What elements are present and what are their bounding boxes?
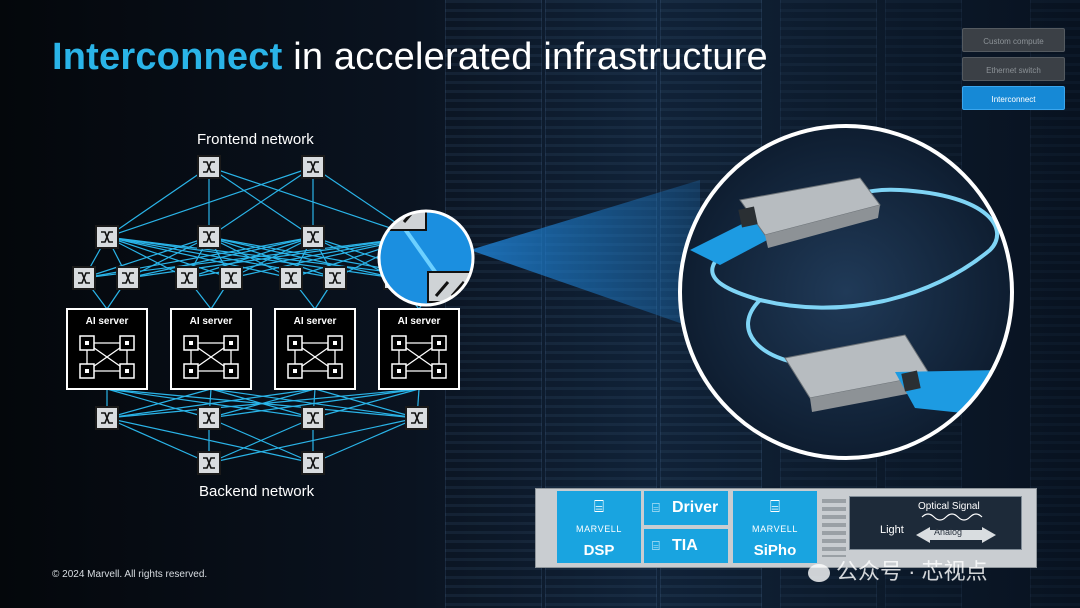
switch-crossover-icon bbox=[197, 406, 221, 430]
network-link bbox=[208, 417, 418, 464]
nav-interconnect[interactable]: Interconnect bbox=[962, 86, 1065, 110]
switch-crossover-icon bbox=[197, 225, 221, 249]
switch-crossover-icon bbox=[197, 155, 221, 179]
ai-servers: AI server AI server AI server AI server bbox=[66, 308, 460, 390]
switch-crossover-icon bbox=[301, 406, 325, 430]
ai-server-label: AI server bbox=[294, 316, 337, 327]
switch-crossover-icon bbox=[301, 451, 325, 475]
connector-fins bbox=[822, 499, 846, 557]
wechat-logo-icon bbox=[808, 564, 830, 583]
sipho-brand: MARVELL bbox=[751, 524, 799, 534]
server-rack-bg bbox=[445, 0, 542, 608]
switch-crossover-icon bbox=[72, 266, 96, 290]
switch-crossover-icon bbox=[301, 225, 325, 249]
ai-server-box: AI server bbox=[66, 308, 148, 390]
network-link bbox=[106, 166, 314, 238]
frontend-network-label: Frontend network bbox=[197, 131, 314, 148]
dsp-chip: ⌸ MARVELL DSP bbox=[557, 491, 641, 563]
sipho-name: SiPho bbox=[753, 542, 797, 559]
network-link bbox=[127, 236, 314, 279]
signal-arrow-icon bbox=[916, 513, 996, 543]
network-link bbox=[83, 236, 210, 279]
driver-chip: ⌸ Driver bbox=[644, 491, 728, 525]
dsp-brand: MARVELL bbox=[575, 524, 623, 534]
fiber-cable bbox=[710, 187, 1000, 310]
backend-network-label: Backend network bbox=[199, 483, 315, 500]
network-link bbox=[312, 388, 420, 419]
nav-ethernet-switch[interactable]: Ethernet switch bbox=[962, 57, 1065, 81]
ai-server-label: AI server bbox=[398, 316, 441, 327]
switch-crossover-icon bbox=[405, 406, 429, 430]
tia-chip: ⌸ TIA bbox=[644, 529, 728, 563]
network-link bbox=[106, 388, 316, 419]
switch-crossover-icon bbox=[323, 266, 347, 290]
switch-crossover-icon bbox=[116, 266, 140, 290]
network-link bbox=[106, 417, 314, 464]
copyright-text: © 2024 Marvell. All rights reserved. bbox=[52, 569, 208, 580]
dsp-name: DSP bbox=[583, 542, 615, 559]
ai-server-box: AI server bbox=[274, 308, 356, 390]
ai-server-box: AI server bbox=[170, 308, 252, 390]
zoom-beam bbox=[470, 180, 700, 330]
transceiver-closeup-circle bbox=[678, 124, 1014, 460]
transceiver-module-upper bbox=[690, 177, 881, 265]
marvell-logo-icon: ⌸ bbox=[593, 497, 605, 516]
watermark-text: 公众号 · 芯视点 bbox=[836, 559, 988, 584]
slide-title: Interconnect in accelerated infrastructu… bbox=[52, 36, 768, 79]
chip-panel: ⌸ MARVELL DSP ⌸ Driver ⌸ TIA ⌸ MARVELL S… bbox=[535, 488, 1037, 568]
watermark: 公众号 · 芯视点 bbox=[808, 554, 988, 586]
title-rest: in accelerated infrastructure bbox=[282, 36, 768, 78]
switch-crossover-icon bbox=[197, 451, 221, 475]
switch-crossover-icon bbox=[301, 155, 325, 179]
network-link bbox=[106, 388, 212, 419]
ai-server-box: AI server bbox=[378, 308, 460, 390]
network-link bbox=[208, 166, 314, 238]
switch-crossover-icon bbox=[95, 406, 119, 430]
network-link bbox=[106, 417, 210, 464]
switch-crossover-icon bbox=[175, 266, 199, 290]
network-link bbox=[312, 417, 418, 464]
nav-custom-compute[interactable]: Custom compute bbox=[962, 28, 1065, 52]
switch-crossover-icon bbox=[279, 266, 303, 290]
network-link bbox=[106, 388, 420, 419]
network-link bbox=[106, 166, 210, 238]
title-accent: Interconnect bbox=[52, 36, 283, 78]
network-link bbox=[208, 417, 314, 464]
marvell-logo-icon: ⌸ bbox=[769, 497, 781, 516]
marvell-logo-icon: ⌸ bbox=[652, 538, 660, 553]
ai-server-label: AI server bbox=[86, 316, 129, 327]
light-label: Light bbox=[880, 524, 904, 536]
marvell-logo-icon: ⌸ bbox=[652, 500, 660, 515]
switch-crossover-icon bbox=[219, 266, 243, 290]
switch-crossover-icon bbox=[95, 225, 119, 249]
link-zoom-circle bbox=[377, 209, 475, 307]
optical-signal-label: Optical Signal bbox=[918, 501, 980, 512]
ai-server-label: AI server bbox=[190, 316, 233, 327]
optical-signal-box: Optical Signal Light Analog bbox=[849, 496, 1022, 550]
tia-name: TIA bbox=[672, 537, 698, 554]
sipho-chip: ⌸ MARVELL SiPho bbox=[733, 491, 817, 563]
driver-name: Driver bbox=[672, 499, 719, 516]
analog-label: Analog bbox=[934, 527, 963, 537]
network-link bbox=[208, 388, 420, 419]
